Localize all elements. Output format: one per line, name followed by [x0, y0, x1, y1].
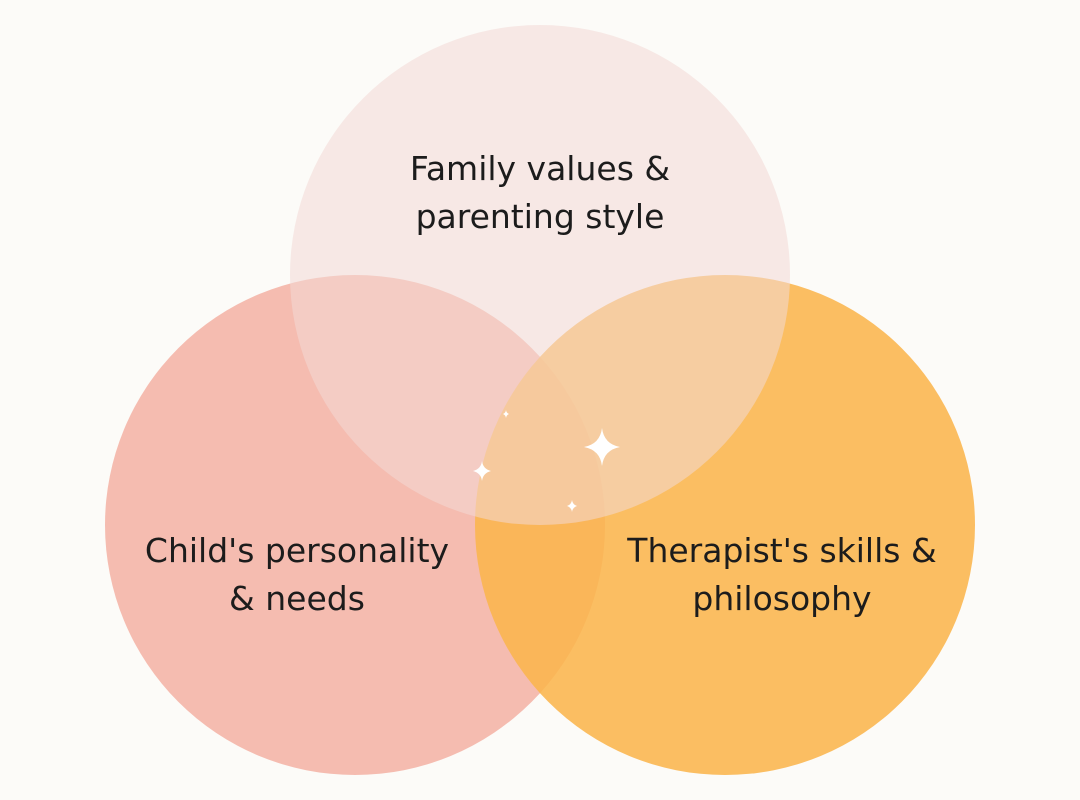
- sparkle-icon: [503, 410, 509, 418]
- sparkle-icon: [584, 428, 620, 466]
- label-line: & needs: [229, 579, 365, 618]
- label-line: Therapist's skills &: [627, 531, 937, 570]
- label-family-values: Family values & parenting style: [340, 145, 740, 241]
- label-child-personality: Child's personality & needs: [97, 527, 497, 623]
- sparkle-icon: [567, 500, 577, 512]
- label-line: philosophy: [692, 579, 872, 618]
- sparkle-group: [473, 410, 620, 512]
- sparkle-icon: [473, 461, 491, 481]
- label-line: Family values &: [409, 149, 671, 188]
- label-line: Child's personality: [144, 531, 450, 570]
- label-line: parenting style: [415, 197, 665, 236]
- label-therapist-skills: Therapist's skills & philosophy: [582, 527, 982, 623]
- venn-circle-family: [290, 25, 790, 525]
